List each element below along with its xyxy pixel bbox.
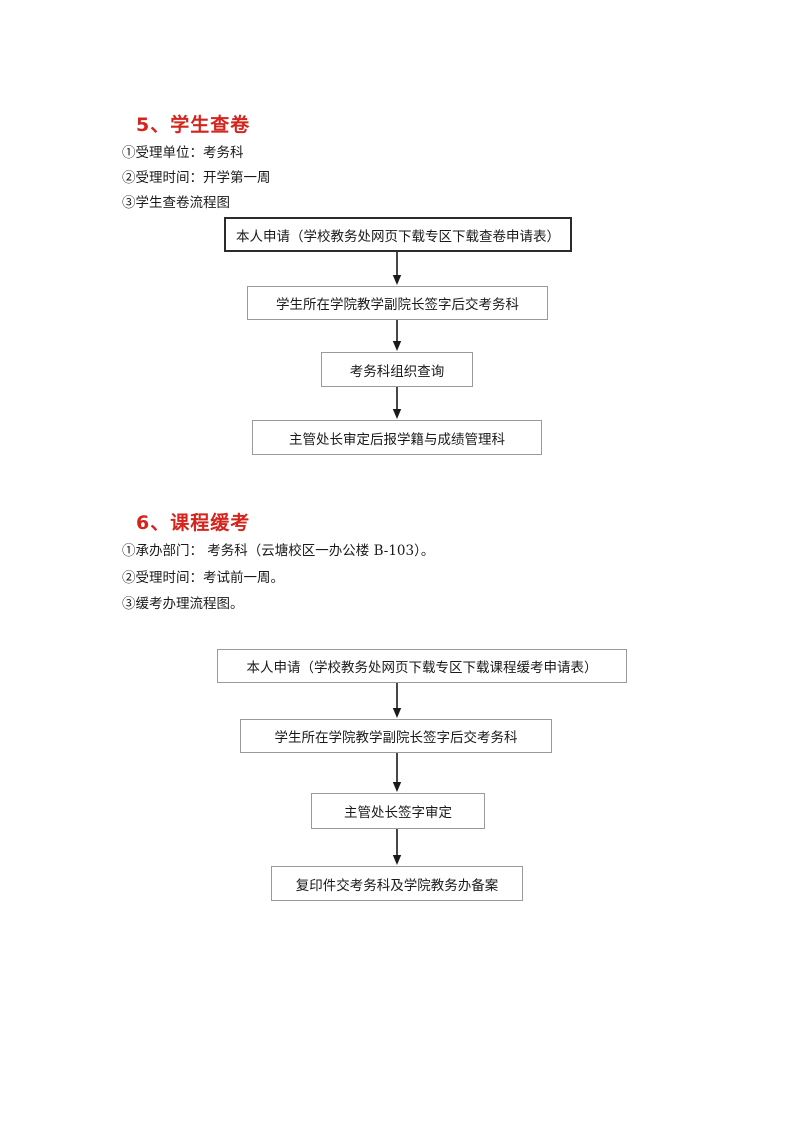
flow2-step-2: 学生所在学院教学副院长签字后交考务科 <box>240 719 552 753</box>
flow1-step-3: 考务科组织查询 <box>321 352 473 387</box>
flow2-step-3: 主管处长签字审定 <box>311 793 485 829</box>
section-6-line-1: ①承办部门： 考务科（云塘校区一办公楼 B-103）。 <box>122 543 435 559</box>
flow1-arrow-2 <box>390 320 404 352</box>
flow1-step-1: 本人申请（学校教务处网页下载专区下载查卷申请表） <box>224 217 572 252</box>
section-6-heading: 6、课程缓考 <box>136 512 251 534</box>
section-6-line-3: ③缓考办理流程图。 <box>122 596 244 612</box>
section-5-heading: 5、学生查卷 <box>136 114 251 136</box>
flow2-arrow-3 <box>390 829 404 866</box>
flow2-arrow-2 <box>390 753 404 793</box>
flow2-step-4: 复印件交考务科及学院教务办备案 <box>271 866 523 901</box>
flow1-arrow-3 <box>390 387 404 420</box>
section-5-line-2: ②受理时间：开学第一周 <box>122 170 271 186</box>
section-5-line-1: ①受理单位：考务科 <box>122 145 244 161</box>
section-5-line-3: ③学生查卷流程图 <box>122 195 230 211</box>
section-6-line-2: ②受理时间：考试前一周。 <box>122 570 284 586</box>
flow1-step-4: 主管处长审定后报学籍与成绩管理科 <box>252 420 542 455</box>
flow1-step-2: 学生所在学院教学副院长签字后交考务科 <box>247 286 548 320</box>
flow2-step-1: 本人申请（学校教务处网页下载专区下载课程缓考申请表） <box>217 649 627 683</box>
flow2-arrow-1 <box>390 683 404 719</box>
flow1-arrow-1 <box>390 252 404 286</box>
